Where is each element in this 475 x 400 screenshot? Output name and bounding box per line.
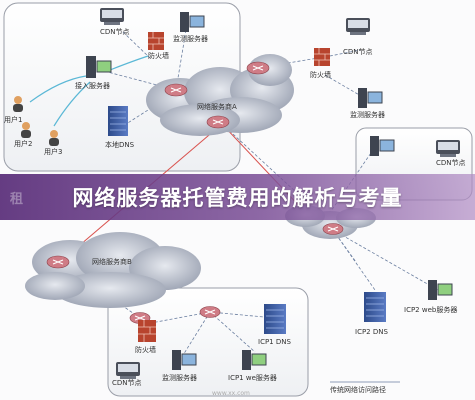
- label-firewall-1: 防火墙: [148, 52, 169, 60]
- label-icp2-dns: ICP2 DNS: [355, 328, 388, 336]
- firewall-icon-2: [314, 48, 330, 66]
- icp2-web-server-icon: [428, 280, 453, 300]
- label-firewall-2: 防火墙: [310, 71, 331, 79]
- cloud-provider-b: [25, 232, 201, 308]
- label-local-dns: 本地DNS: [105, 141, 135, 149]
- icp2-dns-icon: [364, 292, 386, 322]
- label-legend-traditional: 传统网络访问路径: [330, 386, 386, 394]
- local-dns-icon: [108, 106, 128, 136]
- access-server-icon: [86, 56, 112, 78]
- banner-ghost-text: 租: [10, 192, 24, 207]
- label-icp1-dns: ICP1 DNS: [258, 338, 291, 346]
- user-icons: [13, 96, 59, 146]
- monitor-server-icon-2: [358, 88, 383, 108]
- label-user1: 用户1: [4, 116, 23, 124]
- cloud-provider-a: [146, 54, 294, 136]
- banner-title: 网络服务器托管费用的解析与考量: [72, 186, 403, 210]
- label-icp2-web: ICP2 web服务器: [404, 306, 458, 314]
- firewall-icon-1: [148, 32, 164, 50]
- router-icons: [46, 61, 344, 324]
- monitor-server-icon-3: [172, 350, 197, 370]
- cdn-node-icon-4: [116, 362, 140, 379]
- monitor-server-icon-1: [180, 12, 205, 32]
- label-cdn-node-3: CDN节点: [436, 159, 466, 167]
- label-access-server: 接入服务器: [75, 82, 110, 90]
- label-monitor-server-3: 监测服务器: [162, 374, 197, 382]
- cdn-node-icon-2: [346, 18, 370, 35]
- label-cdn-node-4: CDN节点: [112, 379, 142, 387]
- label-icp1-web: ICP1 we服务器: [228, 374, 277, 382]
- label-provider-a: 网络服务商A: [197, 103, 237, 111]
- firewall-icon-3: [138, 320, 156, 342]
- label-cdn-node-2: CDN节点: [343, 48, 373, 56]
- curved-arrows: [29, 55, 149, 127]
- label-user3: 用户3: [44, 148, 63, 156]
- label-firewall-3: 防火墙: [135, 346, 156, 354]
- label-user2: 用户2: [14, 140, 33, 148]
- region-box-bottom: [107, 287, 309, 397]
- right-box-icons: [370, 136, 460, 157]
- label-cdn-node-1: CDN节点: [100, 28, 130, 36]
- title-banner: 租 网络服务器托管费用的解析与考量: [0, 174, 475, 220]
- label-monitor-server-2: 监测服务器: [350, 111, 385, 119]
- label-monitor-server-1: 监测服务器: [173, 35, 208, 43]
- icp1-web-server-icon: [242, 350, 267, 370]
- icp1-dns-icon: [264, 304, 286, 334]
- watermark-text: www.xx.com: [212, 390, 250, 397]
- cdn-node-icon-1: [100, 8, 124, 25]
- label-provider-b: 网络服务商B: [92, 258, 132, 266]
